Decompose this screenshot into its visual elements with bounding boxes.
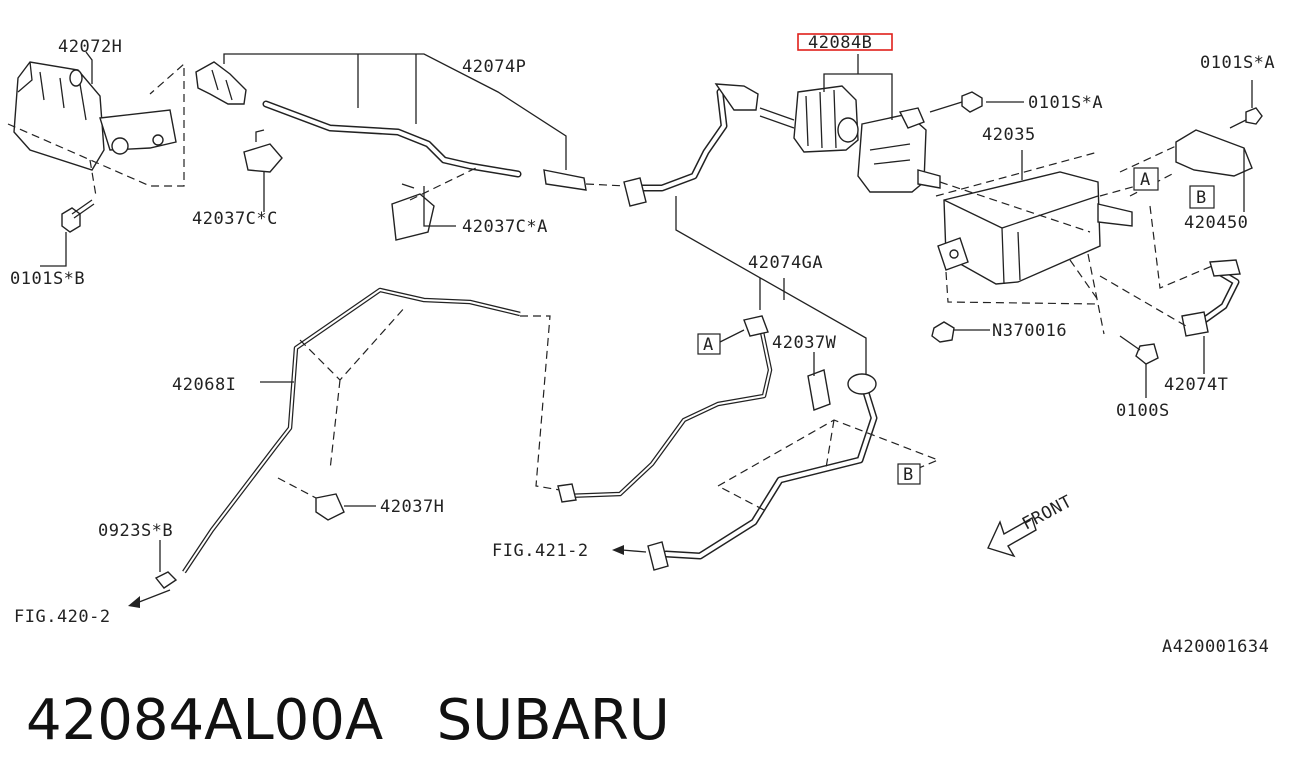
svg-text:A: A bbox=[1140, 170, 1151, 190]
nut-n370016 bbox=[931, 321, 990, 343]
label-42037c-a: 42037C*A bbox=[462, 217, 548, 237]
label-0101s-a-top: 0101S*A bbox=[1200, 53, 1275, 73]
hose-42074t bbox=[1099, 205, 1241, 374]
label-42074t: 42074T bbox=[1164, 375, 1228, 395]
part-42072h-drawing bbox=[7, 51, 185, 197]
tube-42068i bbox=[182, 287, 561, 574]
label-42084b[interactable]: 42084B bbox=[808, 33, 872, 53]
valve-42084b-drawing bbox=[759, 54, 941, 193]
ref-box-a-left: A bbox=[697, 329, 745, 355]
clip-42037c-a bbox=[391, 165, 481, 241]
part-caption: 42084AL00A SUBARU bbox=[26, 688, 670, 753]
arrow-fig421 bbox=[612, 545, 647, 555]
label-42068i: 42068I bbox=[172, 375, 236, 395]
label-42037w: 42037W bbox=[772, 333, 837, 353]
svg-text:B: B bbox=[1196, 188, 1207, 208]
label-0101s-b: 0101S*B bbox=[10, 269, 85, 289]
clip-42037w bbox=[807, 352, 831, 411]
diagram-code: A420001634 bbox=[1162, 637, 1269, 657]
svg-text:A: A bbox=[703, 335, 714, 355]
clamp-0923s-b bbox=[154, 540, 178, 589]
bolt-0101s-b bbox=[40, 199, 95, 267]
arrow-fig420 bbox=[128, 589, 171, 608]
clip-42037c-c bbox=[243, 129, 283, 212]
parts-diagram: FRONT A A B B 42072H 42074P 42084B 0101S… bbox=[7, 33, 1275, 657]
bolt-0101s-a-top bbox=[929, 91, 1024, 113]
label-42072h: 42072H bbox=[58, 37, 122, 57]
clip-42037h bbox=[277, 477, 376, 521]
front-label: FRONT bbox=[1019, 492, 1076, 535]
label-42045: 420450 bbox=[1184, 213, 1248, 233]
label-42074p: 42074P bbox=[462, 57, 526, 77]
label-42074ga: 42074GA bbox=[748, 253, 823, 273]
bracket-42045 bbox=[1119, 129, 1253, 212]
bolt-0101s-a-right bbox=[1229, 80, 1263, 129]
label-42037c-c: 42037C*C bbox=[192, 209, 278, 229]
front-arrow-icon: FRONT bbox=[987, 492, 1076, 558]
label-fig421[interactable]: FIG.421-2 bbox=[492, 541, 589, 561]
canister-42035-drawing bbox=[935, 150, 1137, 305]
bolt-0100s bbox=[1087, 253, 1159, 398]
label-0101s-a-right: 0101S*A bbox=[1028, 93, 1103, 113]
svg-text:B: B bbox=[903, 465, 914, 485]
label-42035: 42035 bbox=[982, 125, 1036, 145]
hose-42074ga bbox=[623, 83, 867, 388]
tube-a-route bbox=[557, 315, 773, 503]
hose-b-route bbox=[647, 373, 940, 571]
label-0100s: 0100S bbox=[1116, 401, 1170, 421]
highlight-box bbox=[797, 33, 893, 51]
ref-box-b-right: B bbox=[1189, 185, 1215, 209]
ref-box-a-right: A bbox=[1133, 167, 1159, 191]
label-42037h: 42037H bbox=[380, 497, 444, 517]
ref-box-b-bottom: B bbox=[897, 463, 921, 485]
label-n370016: N370016 bbox=[992, 321, 1067, 341]
label-0923s-b: 0923S*B bbox=[98, 521, 173, 541]
label-fig420[interactable]: FIG.420-2 bbox=[14, 607, 111, 627]
hose-42074p bbox=[195, 53, 627, 191]
